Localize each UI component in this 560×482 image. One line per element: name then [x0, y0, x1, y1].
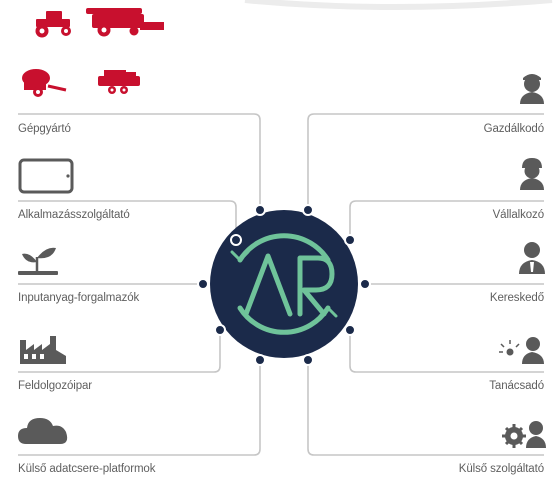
farmer-icon [520, 74, 544, 104]
connector-gazdalkodo [307, 113, 544, 210]
advisor-icon [499, 337, 544, 364]
label-alkalmazasszolgaltato: Alkalmazásszolgáltató [18, 209, 130, 221]
decorative-shadow [244, 0, 553, 10]
tractor-icon [35, 11, 71, 38]
label-gazdalkodo: Gazdálkodó [483, 123, 544, 135]
round-baler-icon [22, 69, 67, 97]
label-inputanyag-forgalmazok: Inputanyag-forgalmazók [18, 292, 140, 304]
cloud-icon [18, 418, 68, 444]
connector-kulso-platform [18, 360, 261, 456]
agrirouter-logo-icon [230, 233, 338, 335]
connector-kulso-szolgaltato [307, 360, 544, 456]
square-baler-icon [98, 70, 140, 94]
tablet-icon [18, 158, 74, 194]
service-provider-icon [502, 421, 546, 448]
factory-icon [20, 336, 66, 364]
connector-gepgyarto [18, 113, 261, 210]
connector-feldolgozoipar [18, 330, 221, 373]
label-tanacsado: Tanácsadó [489, 380, 544, 392]
machinery-icon [22, 8, 164, 97]
trader-icon [519, 242, 545, 274]
label-vallalkozo: Vállalkozó [492, 209, 545, 221]
label-kereskedo: Kereskedő [489, 292, 544, 304]
seedling-icon [18, 247, 58, 275]
hub-ports [197, 204, 371, 366]
label-kulso-szolgaltato: Külső szolgáltató [458, 463, 544, 475]
connector-alkalmazasszolgaltato [18, 200, 237, 240]
agrirouter-hub [197, 204, 371, 366]
connector-tanacsado [349, 330, 544, 373]
contractor-icon [520, 158, 544, 190]
connector-lines [18, 113, 544, 456]
label-gepgyarto: Gépgyártó [18, 123, 71, 135]
combine-harvester-icon [86, 8, 164, 37]
label-kulso-adatcsere-platformok: Külső adatcsere-platformok [18, 463, 156, 475]
label-feldolgozoipar: Feldolgozóipar [18, 380, 93, 392]
connector-vallalkozo [349, 200, 544, 240]
